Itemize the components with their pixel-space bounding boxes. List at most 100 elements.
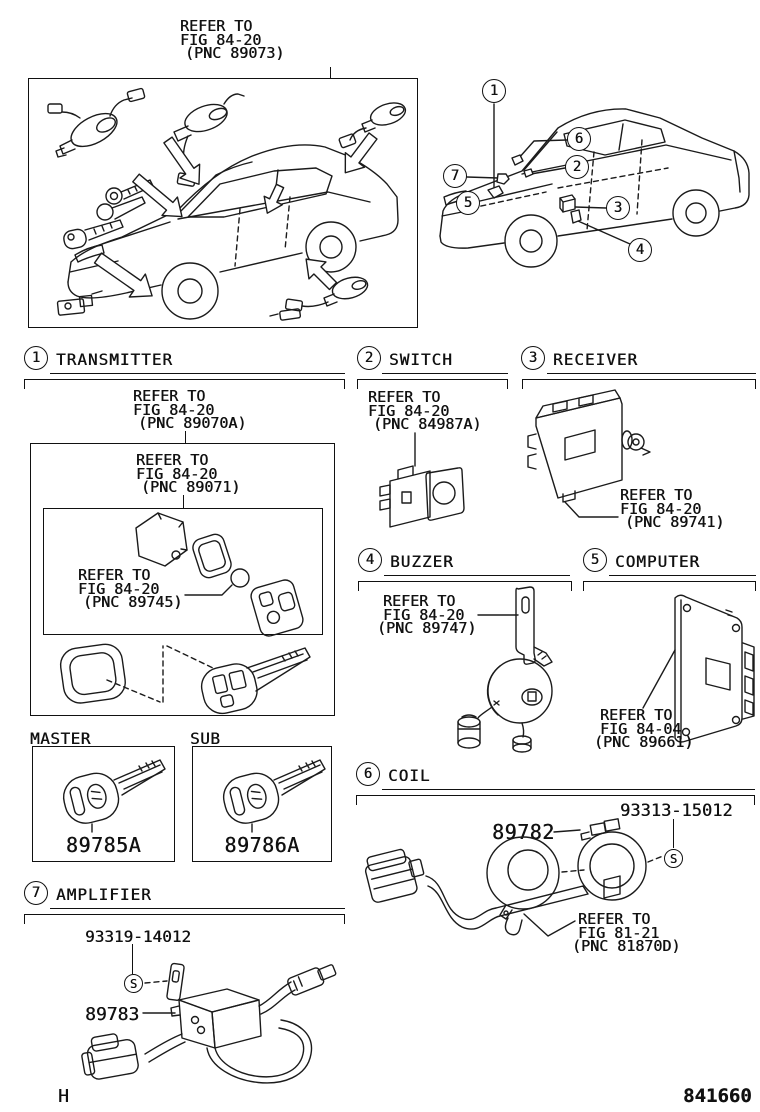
overview-illustration xyxy=(47,87,407,321)
master-key-label: MASTER xyxy=(30,729,91,748)
ref-line: REFER TO xyxy=(78,566,151,584)
section-bracket xyxy=(357,379,508,389)
ref-line: REFER TO xyxy=(578,910,651,928)
callout-4: 4 xyxy=(628,238,652,262)
header-underline xyxy=(50,908,345,909)
switch-ref-label: REFER TO FIG 84-20 (PNC 84987A) xyxy=(368,388,481,432)
section-header-amplifier: 7 AMPLIFIER xyxy=(24,881,152,905)
sub-key-box xyxy=(192,746,332,862)
ref-line: FIG 84-04 xyxy=(600,719,682,738)
computer-ref-label: REFER TO FIG 84-04 (PNC 89661) xyxy=(594,708,693,750)
callout-leader-lines xyxy=(466,103,631,245)
leader-line xyxy=(183,495,184,508)
ref-line: (PNC 89073) xyxy=(185,44,285,62)
buzzer-ref-label: REFER TO FIG 84-20 (PNC 89747) xyxy=(377,594,476,636)
header-underline xyxy=(382,789,755,790)
transmitter-button-ref-label: REFER TO FIG 84-20 (PNC 89745) xyxy=(78,566,183,611)
amplifier-screw-part-number: 93319-14012 xyxy=(85,927,191,946)
header-underline xyxy=(547,373,756,374)
ref-line: FIG 84-20 xyxy=(136,464,218,483)
coil-screw-part-number: 93313-15012 xyxy=(620,801,733,821)
small-part xyxy=(269,308,302,321)
button-pad xyxy=(250,579,304,637)
ref-line: FIG 81-21 xyxy=(578,923,660,942)
section-bracket xyxy=(522,379,756,389)
sub-key-part-number: 89786A xyxy=(224,833,300,857)
ref-line: FIG 84-20 xyxy=(368,401,450,420)
section-number: 6 xyxy=(356,762,380,786)
sub-key-illustration xyxy=(222,759,326,833)
leader-line xyxy=(132,944,133,974)
leader-line xyxy=(330,67,331,78)
callout-5: 5 xyxy=(456,191,480,215)
leader-line xyxy=(184,584,233,596)
transmitter-button xyxy=(230,568,250,588)
ref-line: REFER TO xyxy=(368,388,441,406)
sub-key-label: SUB xyxy=(190,729,221,748)
header-underline xyxy=(384,575,570,576)
ref-line: (PNC 89070A) xyxy=(138,414,247,432)
transmitter-parts-illustration xyxy=(135,512,304,637)
section-bracket xyxy=(358,581,572,591)
ref-line: (PNC 89745) xyxy=(83,593,183,611)
section-number: 4 xyxy=(358,548,382,572)
callout-6: 6 xyxy=(567,127,591,151)
leader-line xyxy=(673,819,674,848)
leader-line xyxy=(523,913,576,937)
callout-7: 7 xyxy=(443,164,467,188)
section-header-computer: 5 COMPUTER xyxy=(583,548,700,572)
transmitter-outer-box xyxy=(30,443,335,716)
keys xyxy=(96,179,154,221)
trunk-lock-cylinder xyxy=(284,276,369,312)
ref-line: (PNC 89741) xyxy=(625,513,725,531)
amplifier-body xyxy=(178,988,260,1013)
steering-lock-cylinder xyxy=(47,87,146,158)
section-title: COMPUTER xyxy=(615,552,701,571)
section-number: 5 xyxy=(583,548,607,572)
ref-line: (PNC 89661) xyxy=(594,733,694,751)
section-bracket xyxy=(24,914,345,924)
ref-line: (PNC 81870D) xyxy=(572,937,681,955)
overview-ref-label: REFER TO FIG 84-20 (PNC 89073) xyxy=(180,19,285,62)
leader-line xyxy=(185,431,186,443)
computer-illustration xyxy=(642,594,755,743)
ref-line: REFER TO xyxy=(620,486,693,504)
s-mark-icon: S xyxy=(664,849,683,868)
door-lock-cylinder xyxy=(338,102,407,149)
callout-3: 3 xyxy=(606,196,630,220)
master-key-illustration xyxy=(62,759,166,833)
master-key-box xyxy=(32,746,175,862)
ref-line: FIG 84-20 xyxy=(383,605,465,624)
transmitter-ref-label: REFER TO FIG 84-20 (PNC 89070A) xyxy=(133,387,247,432)
ref-line: (PNC 89071) xyxy=(141,478,241,496)
leader-line xyxy=(564,501,619,518)
bracket-part xyxy=(56,290,103,316)
ref-line: FIG 84-20 xyxy=(78,579,160,598)
amplifier-illustration xyxy=(81,962,337,1084)
ref-line: FIG 84-20 xyxy=(180,30,262,49)
section-title: AMPLIFIER xyxy=(56,885,152,904)
section-number: 3 xyxy=(521,346,545,370)
section-header-switch: 2 SWITCH xyxy=(357,346,453,370)
leader-line xyxy=(642,649,676,709)
sedan-outline xyxy=(67,144,399,320)
coil-part-number: 89782 xyxy=(492,820,555,844)
section-header-transmitter: 1 TRANSMITTER xyxy=(24,346,173,370)
receiver-ref-label: REFER TO FIG 84-20 (PNC 89741) xyxy=(620,486,725,531)
arrow-icon xyxy=(93,132,378,298)
section-title: RECEIVER xyxy=(553,350,639,369)
section-number: 7 xyxy=(24,881,48,905)
switch-illustration xyxy=(379,432,465,528)
section-title: COIL xyxy=(388,766,431,785)
section-bracket xyxy=(24,379,345,389)
coil-ring xyxy=(486,836,560,910)
assembly-dashed-lines xyxy=(106,645,214,703)
section-title: SWITCH xyxy=(389,350,453,369)
ref-line: REFER TO xyxy=(133,387,206,405)
section-header-receiver: 3 RECEIVER xyxy=(521,346,638,370)
sheet-letter: H xyxy=(58,1086,69,1107)
overview-box xyxy=(28,78,418,328)
transmitter-key xyxy=(200,647,311,715)
coil-ref-label: REFER TO FIG 81-21 (PNC 81870D) xyxy=(572,910,680,954)
